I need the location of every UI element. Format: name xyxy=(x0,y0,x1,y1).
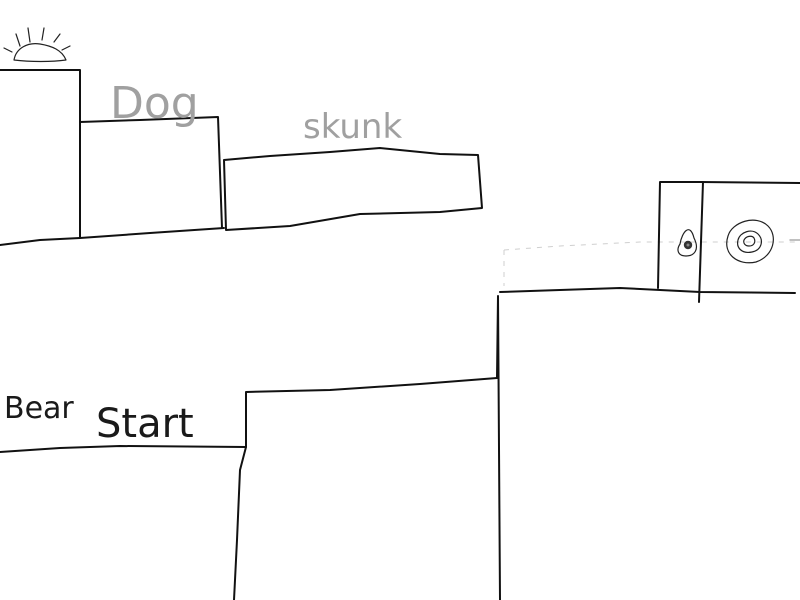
right-upper-box xyxy=(657,181,800,289)
start-label: Start xyxy=(96,401,194,447)
skunk-label: skunk xyxy=(303,107,402,147)
dog-label: Dog xyxy=(110,78,199,129)
faint-platform xyxy=(503,241,800,251)
top-left-block xyxy=(0,69,81,239)
middle-step xyxy=(0,377,498,453)
sun-icon xyxy=(3,27,71,63)
skunk-block xyxy=(223,147,483,231)
upper-ground xyxy=(0,227,225,246)
bear-label: Bear xyxy=(4,391,74,426)
dog-block xyxy=(79,116,223,229)
right-platform xyxy=(499,287,796,294)
right-pillar xyxy=(496,295,501,600)
eye-icon xyxy=(677,229,698,257)
bullseye-target-icon xyxy=(726,219,800,264)
start-pillar xyxy=(233,446,247,600)
